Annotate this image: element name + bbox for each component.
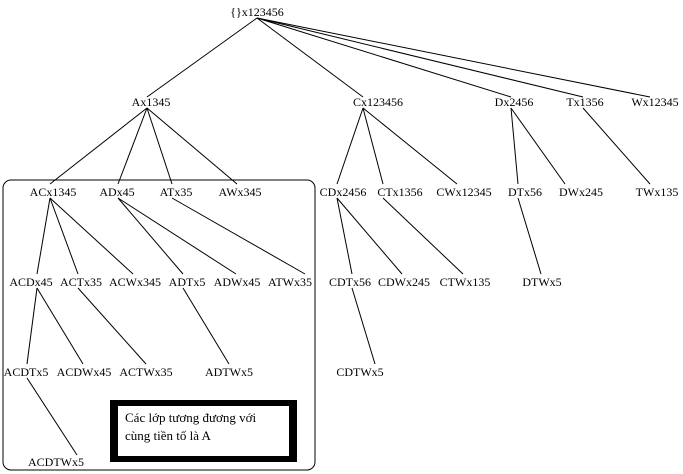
node-w: Wx12345 (631, 95, 678, 109)
node-a: Ax1345 (132, 95, 171, 109)
node-acd: ACDx45 (9, 275, 52, 289)
node-d: Dx2456 (495, 95, 534, 109)
legend-background (118, 406, 289, 456)
node-tw: TWx135 (636, 185, 679, 199)
node-adt: ADTx5 (169, 275, 206, 289)
node-ad: ADx45 (99, 185, 134, 199)
node-dw: DWx245 (559, 185, 603, 199)
node-cd: CDx2456 (320, 185, 367, 199)
node-c: Cx123456 (353, 95, 403, 109)
node-acw: ACWx345 (109, 275, 161, 289)
node-cw: CWx12345 (436, 185, 491, 199)
node-actw: ACTWx35 (119, 365, 172, 379)
node-aw: AWx345 (218, 185, 261, 199)
legend-line-2: cùng tiền tố là A (125, 428, 212, 443)
node-adtw: ADTWx5 (205, 365, 253, 379)
node-root: {}x123456 (230, 5, 284, 19)
prefix-a-group-box (2, 179, 316, 471)
tree-nodes: {}x123456 Ax1345 Cx123456 Dx2456 Tx1356 … (4, 5, 679, 469)
node-atw: ATWx35 (268, 275, 312, 289)
node-at: ATx35 (160, 185, 193, 199)
node-ac: ACx1345 (30, 185, 77, 199)
node-t: Tx1356 (566, 95, 603, 109)
node-cdtw: CDTWx5 (336, 365, 383, 379)
node-ct: CTx1356 (377, 185, 422, 199)
node-acdw: ACDWx45 (57, 365, 112, 379)
node-acdt: ACDTx5 (4, 365, 49, 379)
node-ctw: CTWx135 (440, 275, 491, 289)
node-dt: DTx56 (508, 185, 542, 199)
node-cdt: CDTx56 (329, 275, 371, 289)
tree-edges (26, 17, 651, 456)
legend-line-1: Các lớp tương đương với (125, 410, 257, 425)
node-adw: ADWx45 (214, 275, 261, 289)
legend-box: Các lớp tương đương với cùng tiền tố là … (110, 400, 297, 462)
node-dtw: DTWx5 (522, 275, 561, 289)
node-cdw: CDWx245 (378, 275, 430, 289)
node-acdtw: ACDTWx5 (28, 455, 84, 469)
node-act: ACTx35 (60, 275, 102, 289)
